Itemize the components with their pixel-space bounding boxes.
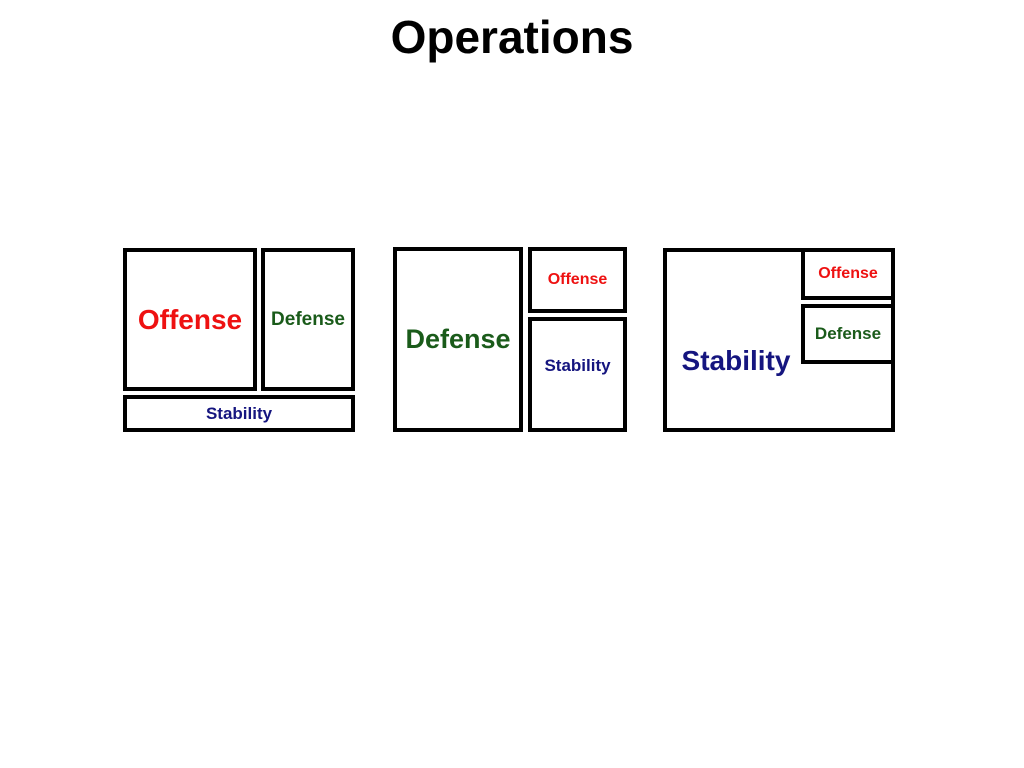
slide-title: Operations: [390, 11, 634, 63]
defense-label: Defense: [814, 324, 882, 343]
defense-box: Defense: [801, 304, 895, 364]
offense-label: Offense: [547, 271, 608, 288]
stability-box: Stability: [528, 317, 627, 432]
defense-box: Defense: [261, 248, 355, 391]
offense-box: Offense: [123, 248, 257, 391]
stability-label: Stability: [544, 355, 611, 375]
defense-box: Defense: [393, 247, 523, 432]
diagram-stability-emphasis: Stability Offense Defense: [663, 248, 895, 432]
offense-box: Offense: [528, 247, 627, 313]
defense-label: Defense: [271, 308, 345, 330]
offense-label: Offense: [818, 265, 878, 282]
stability-label: Stability: [205, 403, 273, 423]
diagram-defense-emphasis: Defense Offense Stability: [393, 247, 627, 432]
offense-box: Offense: [801, 248, 895, 300]
defense-label: Defense: [405, 324, 511, 354]
stability-box: Stability: [123, 395, 355, 432]
stability-label: Stability: [681, 345, 791, 376]
offense-label: Offense: [137, 303, 243, 335]
diagram-offense-emphasis: Offense Defense Stability: [123, 248, 355, 432]
